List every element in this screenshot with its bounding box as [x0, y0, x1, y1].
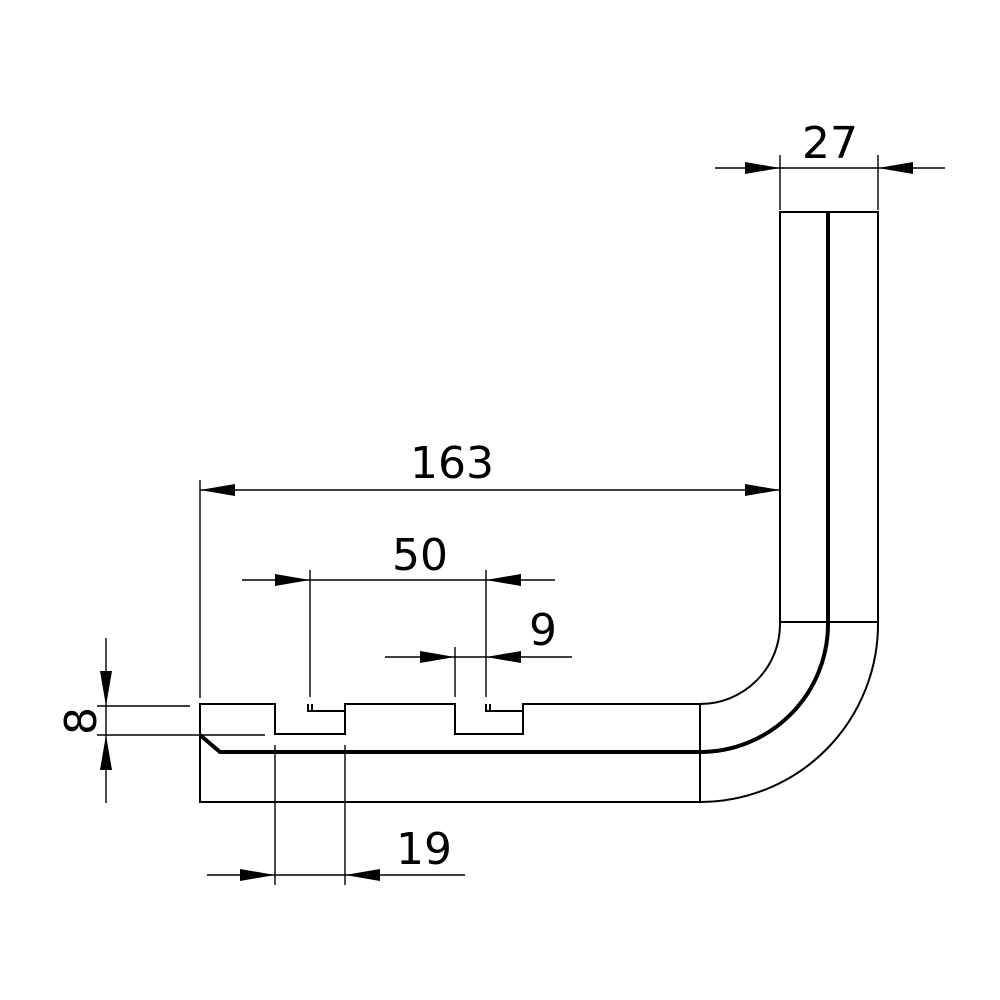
dimension-9: 9: [385, 605, 572, 697]
part-outline: [198, 211, 879, 803]
dimension-19: 19: [207, 745, 465, 885]
dimension-50: 50: [242, 530, 555, 697]
dimension-label-19: 19: [396, 824, 452, 875]
dimension-8: 8: [56, 638, 265, 803]
dimension-label-163: 163: [410, 438, 494, 489]
dimension-label-27: 27: [802, 118, 858, 169]
dimension-label-8: 8: [56, 707, 107, 735]
dimension-label-50: 50: [392, 530, 448, 581]
dimension-label-9: 9: [529, 605, 557, 656]
dimension-27: 27: [715, 118, 945, 210]
dimension-163: 163: [199, 438, 780, 698]
